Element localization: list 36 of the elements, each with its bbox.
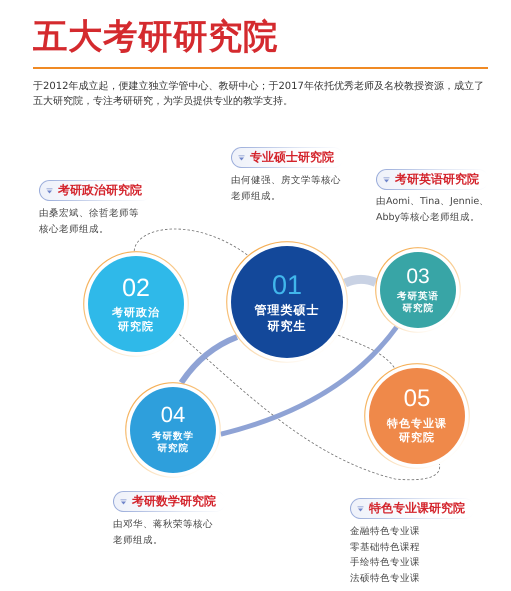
dashed-curve (179, 334, 440, 480)
description-text: 由邓华、蒋秋荣等核心老师组成。 (113, 518, 214, 548)
heading-text: 考研数学研究院 (132, 493, 216, 510)
description-text: 由桑宏斌、徐哲老师等核心老师组成。 (39, 207, 140, 236)
circle-number: 03 (405, 266, 431, 286)
description-text: 由Aomi、Tina、Jennie、Abby等核心老师组成。 (376, 195, 490, 224)
curved-band (343, 274, 378, 288)
curved-band (178, 334, 238, 384)
intro-paragraph: 于2012年成立起，便建立独立学管中心、教研中心；于2017年依托优秀老师及名校教授资源，成立了五大研究院，专注考研研究，为学员提供专业的教学支持。 (33, 80, 485, 108)
heading-text: 考研政治研究院 (58, 182, 142, 199)
institute-circle (226, 241, 348, 363)
course-item: 法硕特色专业课 (350, 572, 421, 586)
circle-label: 考研数学研究院 (151, 430, 195, 456)
curved-band (220, 326, 398, 437)
institute-circle (375, 247, 461, 333)
circle-number: 04 (160, 404, 186, 426)
circle-number: 05 (402, 387, 432, 411)
dashed-curve (134, 228, 248, 256)
page-title: 五大考研研究院 (33, 19, 278, 55)
circle-label: 特色专业课研究院 (386, 417, 448, 444)
heading-text: 特色专业课研究院 (369, 500, 465, 517)
course-item: 金融特色专业课 (350, 525, 421, 539)
institute-circle (125, 382, 221, 478)
course-item: 零基础特色课程 (350, 540, 421, 554)
course-item: 手绘特色专业课 (350, 556, 421, 570)
heading-text: 考研英语研究院 (395, 171, 479, 188)
circle-label: 管理类硕士研究生 (254, 303, 320, 334)
circle-number: 01 (270, 272, 304, 298)
circle-number: 02 (121, 276, 151, 300)
institute-circle (83, 251, 189, 357)
institute-circle (364, 363, 470, 469)
heading-text: 专业硕士研究院 (250, 149, 334, 166)
circle-label: 考研英语研究院 (396, 290, 440, 316)
description-text: 由何健强、房文学等核心老师组成。 (231, 174, 342, 204)
dashed-curve (338, 334, 395, 368)
circle-label: 考研政治研究院 (111, 306, 161, 334)
